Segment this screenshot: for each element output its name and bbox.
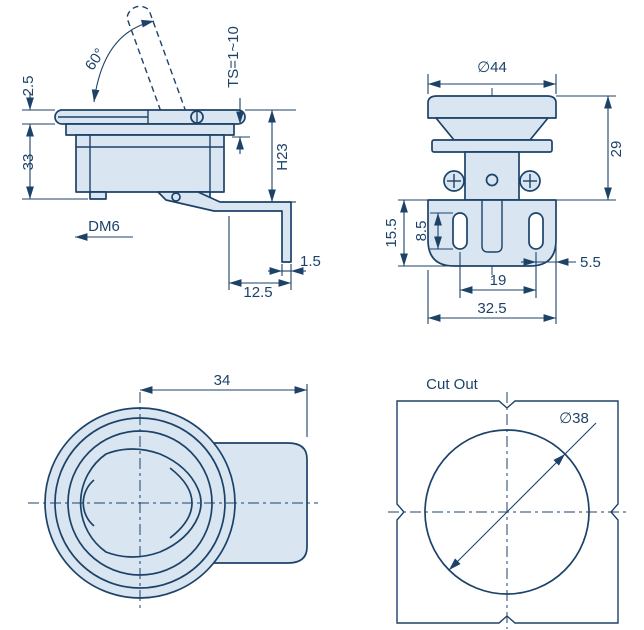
dim-housing-width: 34: [214, 372, 231, 389]
cam-hook: [157, 191, 292, 263]
body-foot-left: [89, 191, 107, 200]
handle-hinge-arc: [82, 479, 95, 527]
dim-handle-angle: 60°: [82, 45, 109, 73]
dim-thread-label: DM6: [88, 218, 120, 235]
panel-outline: [396, 400, 619, 624]
dim-height: 29: [608, 141, 625, 158]
flange-top-profile: [427, 95, 557, 119]
dim-panel-thickness-range: TS=1~10: [225, 26, 242, 88]
dim-flange-diameter: ∅44: [477, 59, 507, 76]
mounting-slot-right: [528, 212, 544, 250]
dim-hole-diameter: ∅38: [559, 410, 589, 427]
dim-overall-height: 33: [20, 154, 37, 171]
cutout-title: Cut Out: [426, 376, 479, 393]
cutout-view: Cut Out ∅38: [388, 376, 627, 629]
leader-line: [564, 422, 597, 455]
dim-flange-thickness: 2.5: [20, 76, 37, 97]
dim-slot-length: 8.5: [413, 221, 430, 242]
dim-bracket-height: 15.5: [383, 218, 400, 247]
rear-view: ∅44 29 15.5 8.5 5.5 19 32.5: [383, 59, 625, 324]
shaft-circle: [485, 173, 499, 187]
cam-shaft-tongue: [481, 200, 503, 253]
flange-washer: [431, 139, 553, 153]
latch-body: [75, 134, 225, 193]
dim-handle-height: H23: [274, 143, 291, 171]
cam-pivot: [171, 192, 181, 202]
flange-skirt: [435, 117, 549, 141]
angle-arc: [91, 19, 155, 103]
dim-slot-spacing: 19: [490, 272, 507, 289]
dim-bracket-width: 32.5: [477, 300, 506, 317]
dim-slot-edge-offset: 5.5: [580, 254, 601, 271]
front-view: 34: [28, 372, 318, 612]
dim-cam-offset: 12.5: [243, 284, 272, 301]
raised-handle-outline: [126, 5, 187, 121]
handle-front-outline: [79, 448, 202, 558]
dim-cam-thickness: 1.5: [300, 253, 321, 270]
diameter-line: [448, 453, 566, 571]
mounting-slot-left: [452, 212, 468, 250]
flange-gasket: [65, 123, 235, 136]
side-view: 2.5 33 60° TS=1~10 H23 DM6 1.5 12.5: [20, 5, 321, 301]
